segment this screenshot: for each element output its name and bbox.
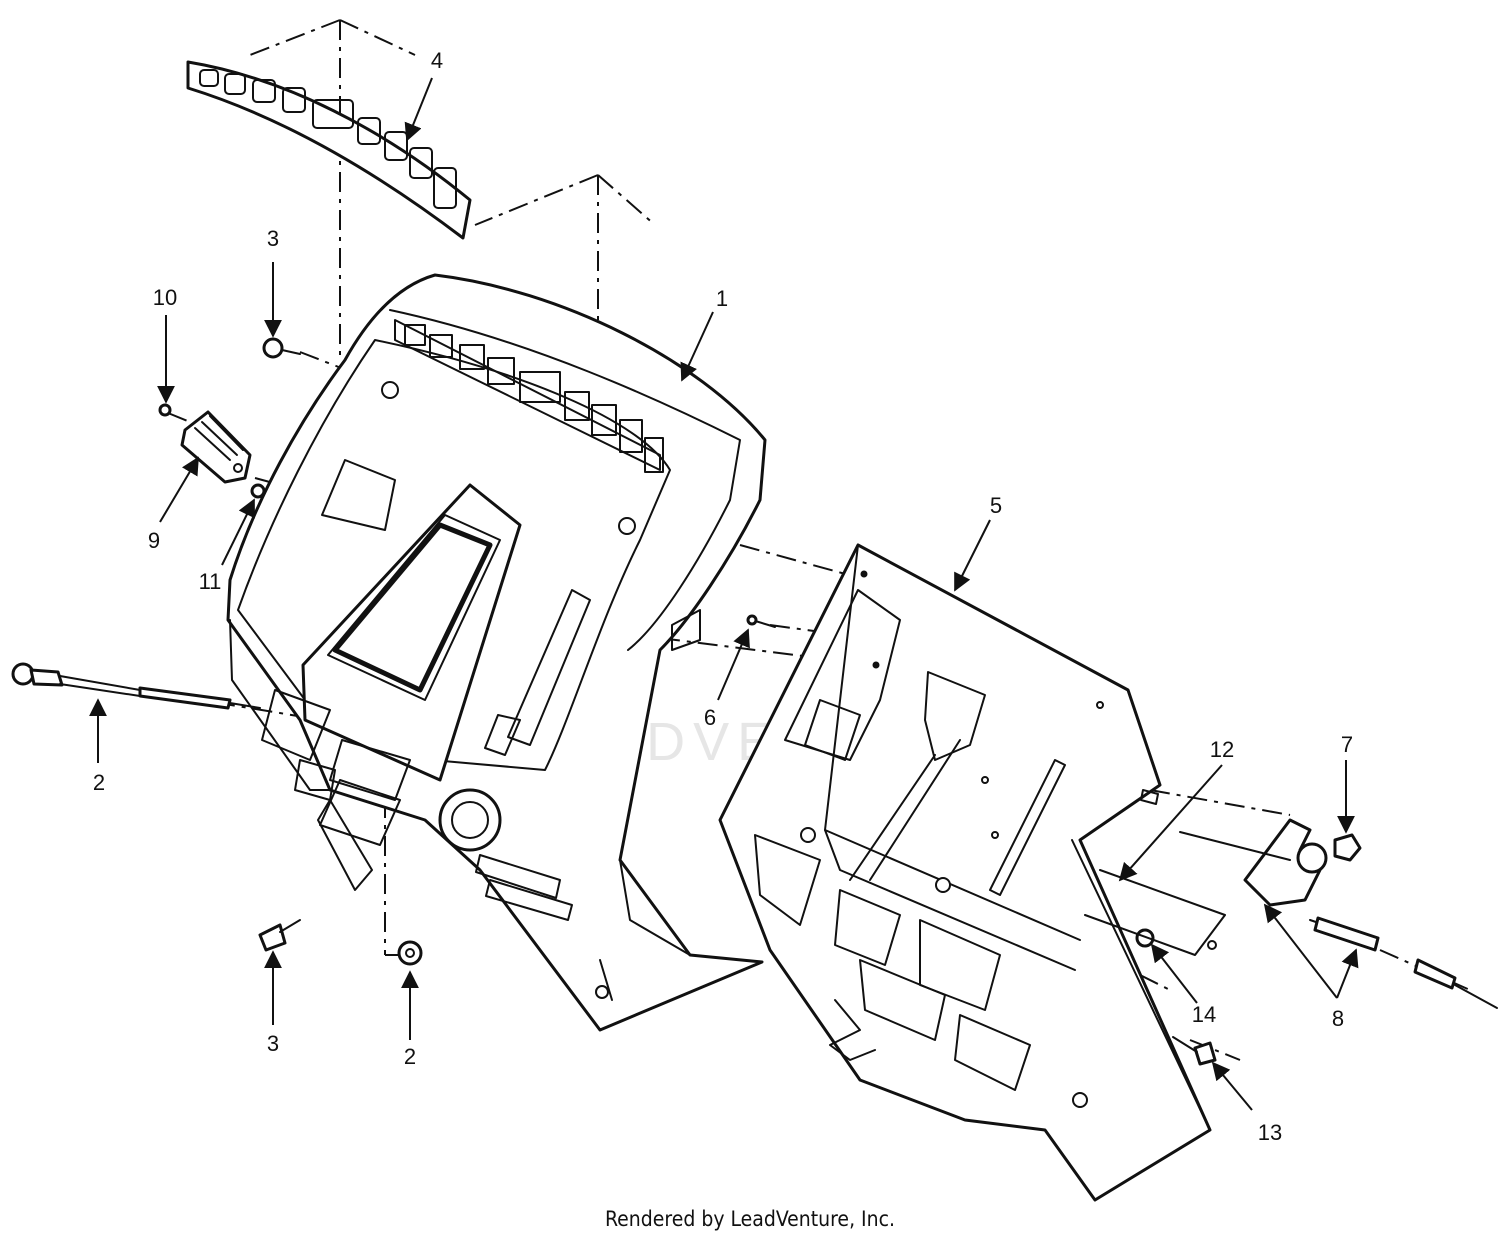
- callout-3-top: 3: [267, 226, 279, 251]
- callout-6: 6: [704, 705, 716, 730]
- cable-bracket: [1179, 818, 1498, 1009]
- dash-panel: [226, 273, 767, 1032]
- key-switch: [438, 788, 502, 852]
- mounting-bracket: [718, 543, 1226, 1202]
- callout-2-nut: 2: [404, 1044, 416, 1069]
- callout-3-bottom: 3: [267, 1031, 279, 1056]
- callout-9: 9: [148, 528, 160, 553]
- fasteners: [158, 337, 1362, 1066]
- callout-8: 8: [1332, 1006, 1344, 1031]
- callout-5: 5: [990, 493, 1002, 518]
- callout-7: 7: [1341, 732, 1353, 757]
- throttle-lever: [180, 410, 252, 484]
- callout-2-cable: 2: [93, 770, 105, 795]
- callout-numbers: 1 2 2 3 3 4 5 6 7 8 9 10 11 12 13 14: [93, 48, 1353, 1145]
- callout-4: 4: [431, 48, 443, 73]
- throttle-cable: [11, 662, 261, 710]
- callout-13: 13: [1258, 1120, 1282, 1145]
- callout-1: 1: [716, 286, 728, 311]
- callout-leaders: [89, 77, 1359, 1111]
- callout-10: 10: [153, 285, 177, 310]
- callout-14: 14: [1192, 1002, 1216, 1027]
- callout-11: 11: [199, 569, 222, 594]
- callout-12: 12: [1210, 737, 1234, 762]
- render-credit: Rendered by LeadVenture, Inc.: [605, 1207, 895, 1231]
- grille-insert: [186, 60, 472, 240]
